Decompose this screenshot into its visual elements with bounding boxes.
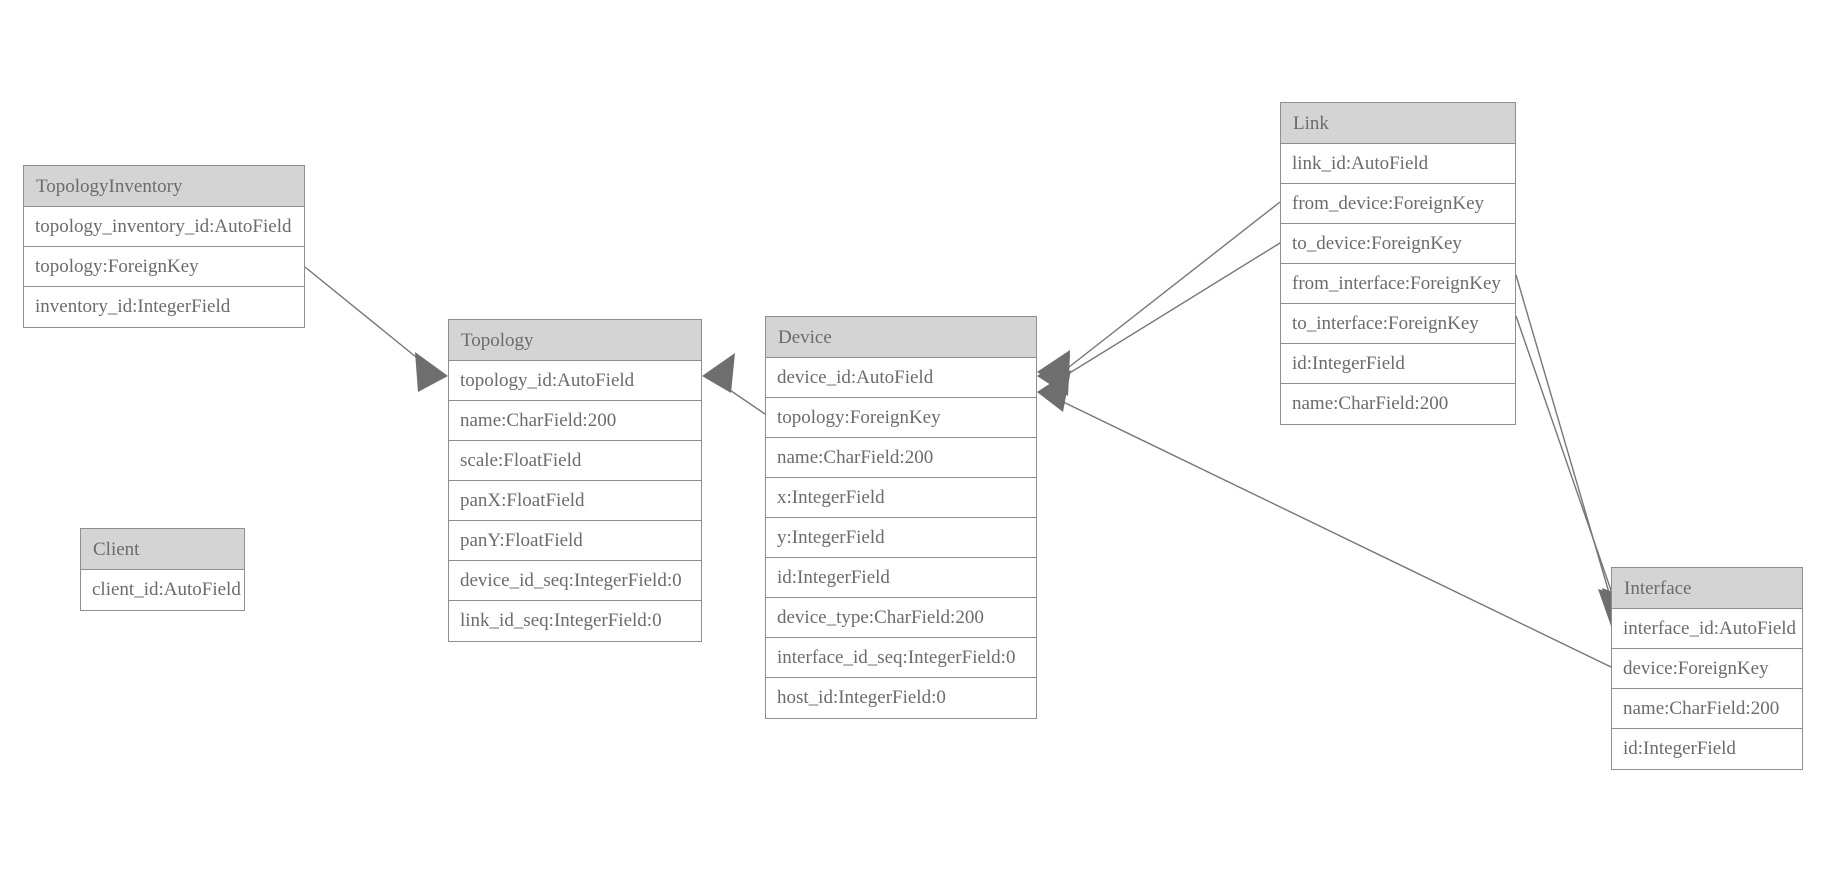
entity-title-topology: Topology <box>449 320 701 361</box>
entity-field: link_id_seq:IntegerField:0 <box>460 610 662 631</box>
rel-link-todevice-device-line <box>1054 242 1281 383</box>
entity-field: interface_id_seq:IntegerField:0 <box>766 638 1036 678</box>
entity-field: x:IntegerField <box>766 478 1036 518</box>
entity-field: topology_inventory_id:AutoField <box>24 207 304 247</box>
entity-field: id:IntegerField <box>1623 738 1736 759</box>
rel-device-topology-arrowhead-icon <box>702 353 735 393</box>
entity-field: topology:ForeignKey <box>766 398 1036 438</box>
entity-title-interface: Interface <box>1612 568 1802 609</box>
entity-field: topology:ForeignKey <box>24 247 304 287</box>
entity-field: to_interface:ForeignKey <box>1281 304 1515 344</box>
rel-device-topology-line <box>717 381 766 415</box>
entity-field: name:CharField:200 <box>1292 393 1449 414</box>
entity-field: device:ForeignKey <box>1612 649 1802 689</box>
entity-field: y:IntegerField <box>766 518 1036 558</box>
rel-link-fromdevice-device-arrowhead-icon <box>1037 350 1070 392</box>
rel-link-frominterface-interface-line <box>1515 274 1618 621</box>
entity-field: to_device:ForeignKey <box>1281 224 1515 264</box>
rel-topologyinventory-topology-line <box>304 266 433 371</box>
entity-field: name:CharField:200 <box>1612 689 1802 729</box>
entity-title-link: Link <box>1281 103 1515 144</box>
entity-title-topology_inventory: TopologyInventory <box>24 166 304 207</box>
entity-field: scale:FloatField <box>449 441 701 481</box>
entity-field: interface_id:AutoField <box>1612 609 1802 649</box>
entity-field: id:IntegerField <box>1281 344 1515 384</box>
rel-link-tointerface-interface-line <box>1515 315 1623 623</box>
entity-field: link_id:AutoField <box>1281 144 1515 184</box>
entity-field: host_id:IntegerField:0 <box>777 687 946 708</box>
entity-field: device_id_seq:IntegerField:0 <box>449 561 701 601</box>
entity-field: name:CharField:200 <box>449 401 701 441</box>
entity-field: panX:FloatField <box>449 481 701 521</box>
entity-field: from_interface:ForeignKey <box>1281 264 1515 304</box>
entity-title-device: Device <box>766 317 1036 358</box>
entity-title-client: Client <box>81 529 244 570</box>
entity-field: device_id:AutoField <box>766 358 1036 398</box>
entity-field: inventory_id:IntegerField <box>35 296 231 317</box>
entity-field: client_id:AutoField <box>92 579 241 600</box>
entity-client[interactable]: Client client_id:AutoField <box>80 528 245 611</box>
rel-interface-device-arrowhead-icon <box>1037 370 1071 412</box>
entity-field: id:IntegerField <box>766 558 1036 598</box>
rel-interface-device-line <box>1054 397 1612 668</box>
entity-field: device_type:CharField:200 <box>766 598 1036 638</box>
rel-topologyinventory-topology-arrowhead-icon <box>415 352 448 392</box>
entity-field: from_device:ForeignKey <box>1281 184 1515 224</box>
entity-field: name:CharField:200 <box>766 438 1036 478</box>
rel-link-todevice-device-arrowhead-icon <box>1037 354 1070 396</box>
rel-link-fromdevice-device-line <box>1054 201 1281 379</box>
entity-field: panY:FloatField <box>449 521 701 561</box>
entity-field: topology_id:AutoField <box>449 361 701 401</box>
